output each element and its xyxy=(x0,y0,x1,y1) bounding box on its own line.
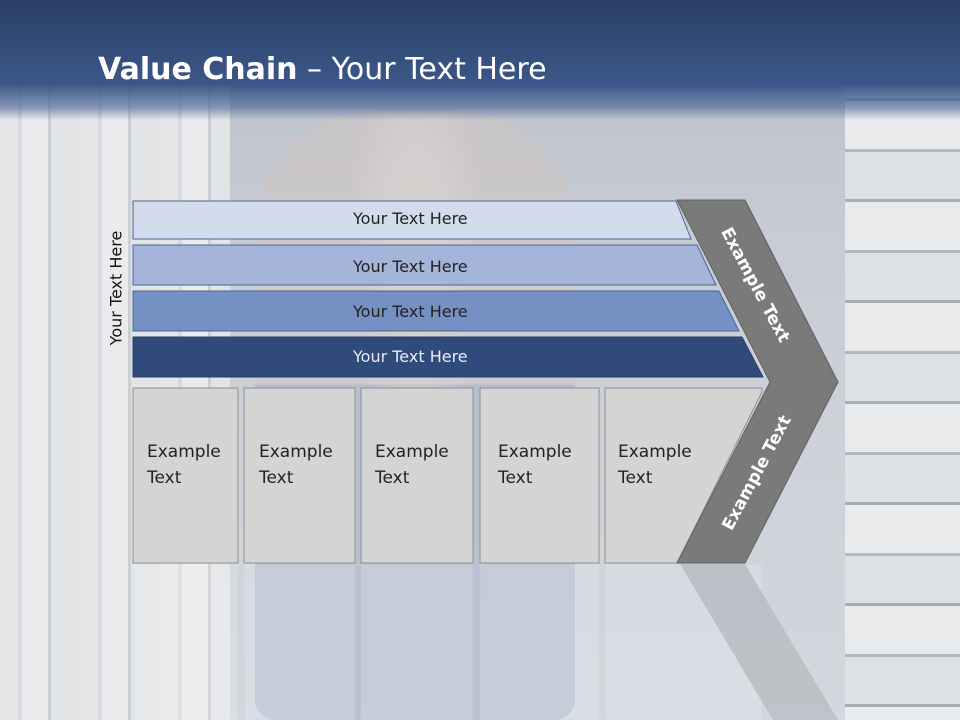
cell-text-3: Example Text xyxy=(375,439,449,491)
row-bar-4 xyxy=(132,336,764,378)
row-bar-1 xyxy=(132,200,692,240)
cell-text-2-line2: Text xyxy=(259,468,294,488)
activity-cell-4 xyxy=(479,387,600,564)
title-rest: – Your Text Here xyxy=(297,52,547,87)
cell-text-1: Example Text xyxy=(147,439,221,491)
slide-title: Value Chain – Your Text Here xyxy=(98,52,547,87)
title-bar: Value Chain – Your Text Here xyxy=(0,0,960,120)
chevron-arrow xyxy=(676,199,839,564)
cell-text-1-line2: Text xyxy=(147,468,182,488)
diagram-reflection xyxy=(132,563,838,720)
row-label-4: Your Text Here xyxy=(353,347,468,366)
activity-cell-1 xyxy=(132,387,239,564)
row-bar-3 xyxy=(132,290,740,332)
title-bold: Value Chain xyxy=(98,52,298,87)
cell-text-4-line2: Text xyxy=(498,468,533,488)
background-wall-right xyxy=(845,0,960,720)
cell-text-3-line2: Text xyxy=(375,468,410,488)
cell-text-2-line1: Example xyxy=(259,442,333,462)
cell-text-4-line1: Example xyxy=(498,442,572,462)
row-bar-2 xyxy=(132,244,717,286)
cell-text-1-line1: Example xyxy=(147,442,221,462)
activity-cell-5 xyxy=(604,387,763,564)
row-label-1: Your Text Here xyxy=(353,209,468,228)
cell-text-5: Example Text xyxy=(618,439,692,491)
cell-text-2: Example Text xyxy=(259,439,333,491)
row-label-3: Your Text Here xyxy=(353,302,468,321)
cell-text-5-line2: Text xyxy=(618,468,653,488)
side-label: Your Text Here xyxy=(106,230,126,346)
activity-cell-2 xyxy=(243,387,356,564)
cell-text-3-line1: Example xyxy=(375,442,449,462)
cell-text-4: Example Text xyxy=(498,439,572,491)
cell-text-5-line1: Example xyxy=(618,442,692,462)
activity-cell-3 xyxy=(360,387,474,564)
row-label-2: Your Text Here xyxy=(353,257,468,276)
